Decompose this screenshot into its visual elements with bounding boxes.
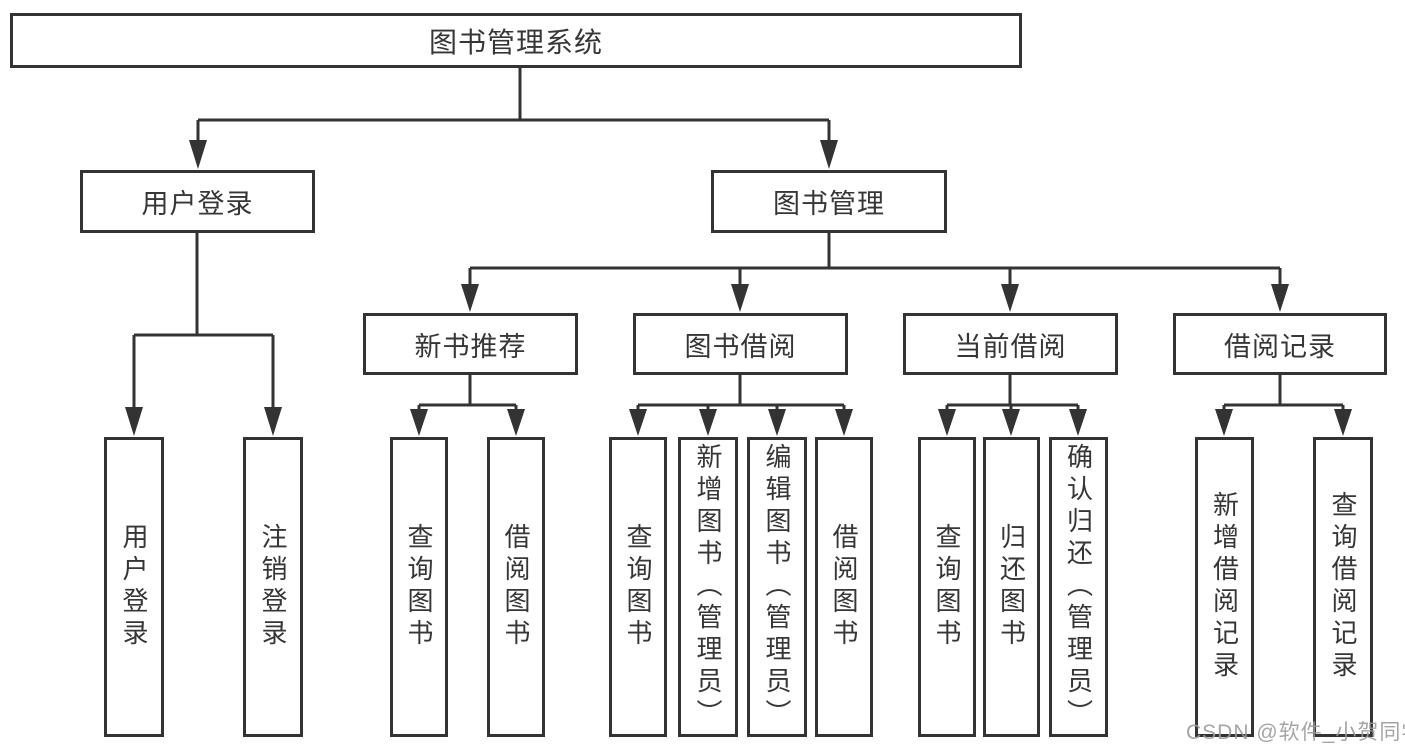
node-label: 查询图书 [404, 523, 434, 651]
node-book-borrow: 图书借阅 [633, 313, 848, 375]
leaf-add-books-admin: 新增图书（管理员） [678, 437, 738, 737]
node-new-book-recommend: 新书推荐 [363, 313, 578, 375]
leaf-return-books: 归还图书 [983, 437, 1040, 737]
node-label: 借阅记录 [1224, 331, 1336, 362]
node-label: 新书推荐 [414, 331, 527, 362]
node-label: 查询图书 [623, 523, 653, 651]
leaf-borrow-books: 借阅图书 [815, 437, 873, 737]
node-user-login: 用户登录 [80, 170, 315, 233]
leaf-logout: 注销登录 [243, 437, 303, 737]
leaf-confirm-return-admin: 确认归还（管理员） [1049, 437, 1108, 737]
node-label: 编辑图书（管理员） [762, 443, 792, 731]
leaf-user-login: 用户登录 [104, 437, 164, 737]
leaf-borrow-books-recommend: 借阅图书 [487, 437, 545, 737]
node-current-borrow: 当前借阅 [903, 313, 1118, 375]
node-label: 当前借阅 [954, 331, 1067, 362]
node-label: 用户登录 [141, 189, 254, 219]
node-label: 用户登录 [119, 523, 149, 651]
node-label: 新增图书（管理员） [693, 443, 723, 731]
leaf-edit-books-admin: 编辑图书（管理员） [747, 437, 807, 737]
leaf-query-books-recommend: 查询图书 [390, 437, 448, 737]
leaf-query-borrow-record: 查询借阅记录 [1313, 437, 1373, 737]
node-label: 新增借阅记录 [1209, 491, 1240, 683]
node-label: 确认归还（管理员） [1063, 443, 1094, 731]
node-label: 图书管理系统 [428, 26, 603, 58]
leaf-add-borrow-record: 新增借阅记录 [1195, 437, 1254, 737]
node-label: 查询图书 [932, 523, 962, 651]
node-label: 查询借阅记录 [1328, 491, 1358, 683]
node-label: 图书管理 [773, 189, 885, 219]
leaf-query-books-current: 查询图书 [918, 437, 976, 737]
node-label: 图书借阅 [684, 331, 797, 362]
node-book-management: 图书管理 [711, 170, 947, 233]
node-borrow-records: 借阅记录 [1173, 313, 1387, 375]
node-label: 注销登录 [258, 523, 288, 651]
node-label: 借阅图书 [501, 523, 531, 651]
node-label: 归还图书 [996, 523, 1027, 651]
leaf-query-books-borrow: 查询图书 [609, 437, 667, 737]
node-label: 借阅图书 [829, 523, 859, 651]
node-library-management-system: 图书管理系统 [10, 13, 1022, 68]
csdn-watermark: CSDN @软件_小贺同学 [1186, 721, 1405, 744]
